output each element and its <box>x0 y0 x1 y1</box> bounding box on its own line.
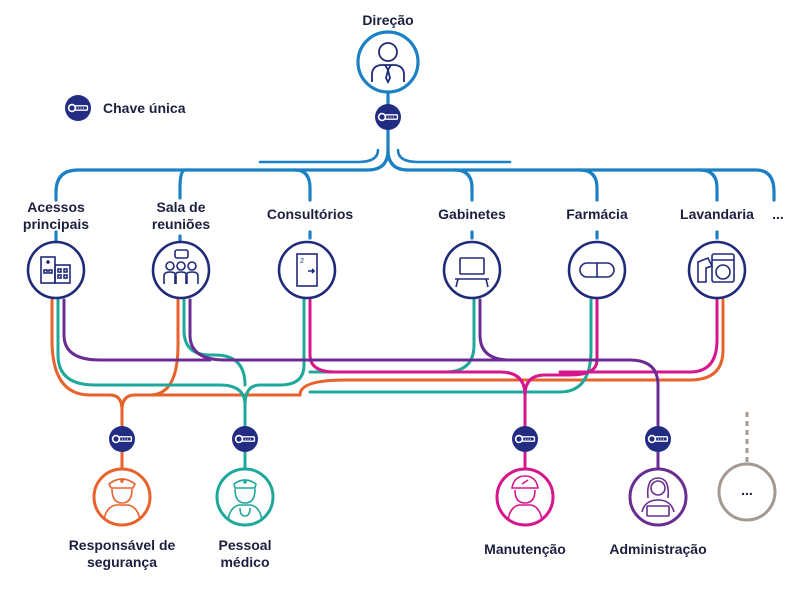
executive-person-icon <box>371 42 405 85</box>
key-icon <box>374 103 402 131</box>
svg-text:2: 2 <box>300 258 304 265</box>
pill-icon <box>579 262 615 278</box>
role-label-more: ... <box>741 482 753 498</box>
area-lavandaria[interactable] <box>687 240 747 300</box>
washing-machine-icon <box>697 253 735 283</box>
role-administracao[interactable] <box>628 467 688 527</box>
key-icon <box>108 425 136 453</box>
key-icon <box>231 425 259 453</box>
legend-key-icon <box>64 94 92 122</box>
area-consultorios[interactable]: 2 <box>277 240 337 300</box>
legend-label: Chave única <box>103 100 186 116</box>
direction-node[interactable] <box>356 30 420 131</box>
area-farmacia[interactable] <box>567 240 627 300</box>
laptop-icon <box>455 257 489 288</box>
hospital-building-icon <box>40 256 71 284</box>
nurse-icon <box>227 479 263 521</box>
door-icon: 2 <box>296 253 318 287</box>
key-icon <box>511 425 539 453</box>
area-label-lavandaria: Lavandaria <box>680 206 754 222</box>
area-gabinetes[interactable] <box>442 240 502 300</box>
area-sala[interactable] <box>151 240 211 300</box>
direction-title: Direção <box>362 12 414 28</box>
area-label-more: ... <box>772 206 784 222</box>
role-seguranca[interactable] <box>92 467 152 527</box>
office-worker-icon <box>641 477 675 517</box>
area-label-consultorios: Consultórios <box>266 206 354 222</box>
key-icon <box>644 425 672 453</box>
role-key-links <box>120 412 749 470</box>
role-label-manutencao: Manutenção <box>484 541 566 557</box>
area-label-farmacia: Farmácia <box>566 206 628 222</box>
access-lines <box>50 298 725 427</box>
role-more[interactable] <box>717 462 777 522</box>
security-guard-icon <box>103 478 141 521</box>
maintenance-worker-icon <box>507 475 543 521</box>
area-acessos[interactable] <box>26 240 86 300</box>
role-manutencao[interactable] <box>495 467 555 527</box>
meeting-people-icon <box>163 249 199 284</box>
role-medico[interactable] <box>215 467 275 527</box>
role-label-administracao: Administração <box>609 541 707 557</box>
area-label-gabinetes: Gabinetes <box>438 206 506 222</box>
direction-tree-lines <box>54 91 776 244</box>
